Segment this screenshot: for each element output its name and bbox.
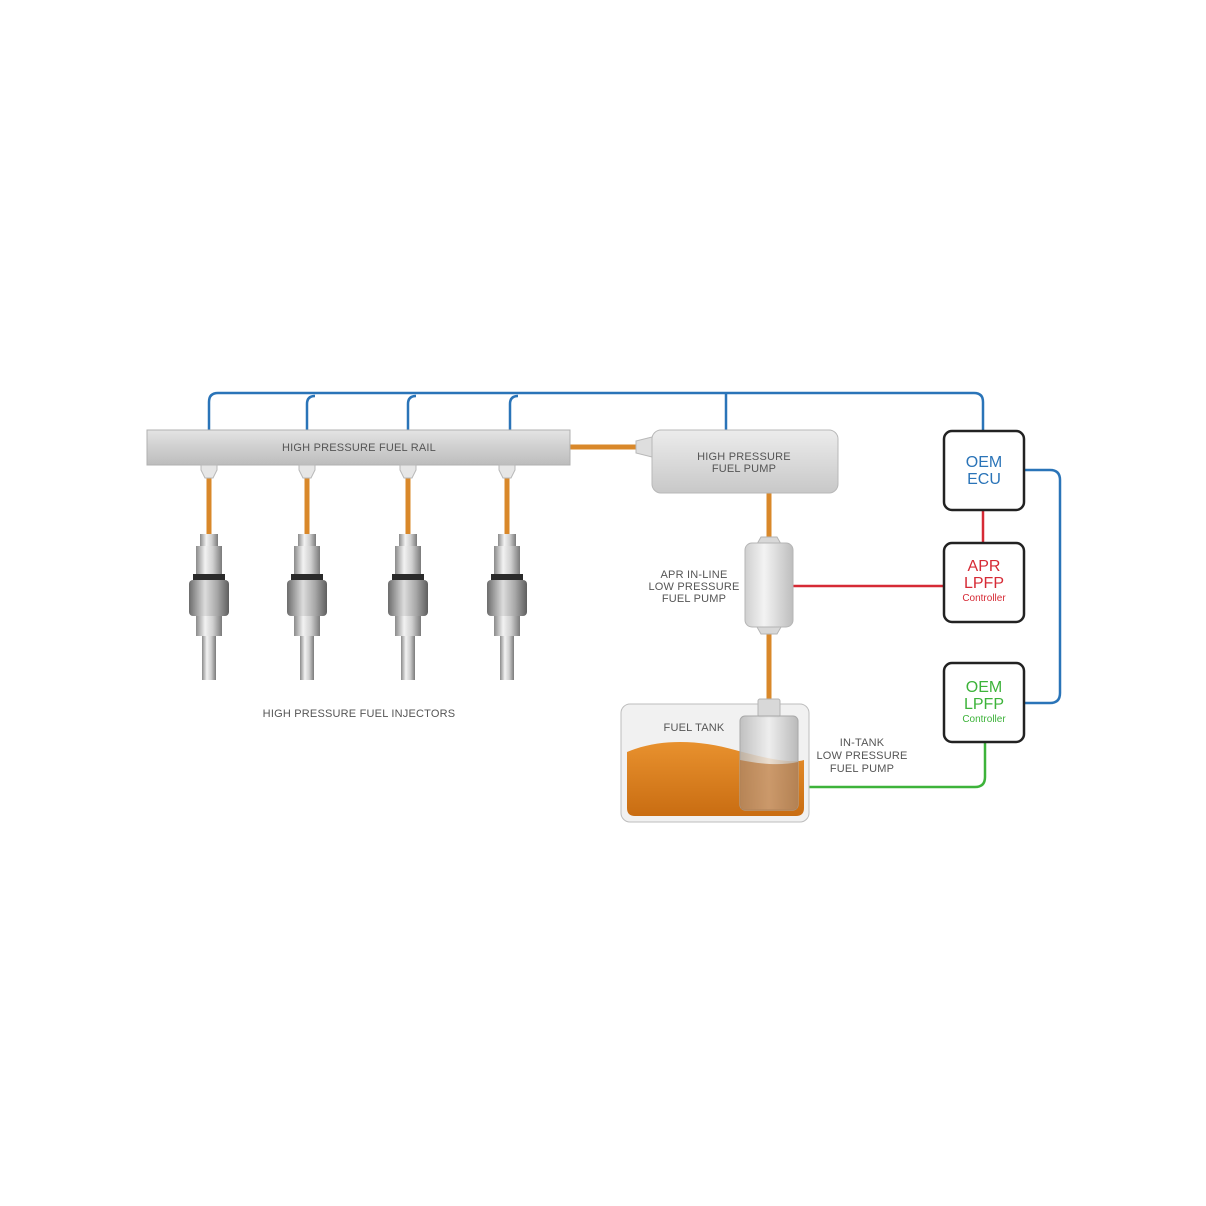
oem-lpfp-controller-box: OEM LPFP Controller (942, 661, 1026, 744)
injector (487, 534, 527, 680)
apr-wiring (769, 510, 985, 588)
hp-pump-label-line2: FUEL PUMP (712, 463, 776, 475)
fuel-rail (146, 429, 653, 479)
fuel-tank-label: FUEL TANK (664, 722, 725, 734)
fuel-tank (620, 698, 810, 823)
hp-fuel-pump (651, 429, 839, 494)
apr-lpfp-line1: APR (968, 558, 1001, 575)
fuel-lines (206, 444, 772, 700)
hp-pump-label-line1: HIGH PRESSURE (697, 451, 791, 463)
apr-lpfp-line2: LPFP (964, 575, 1004, 592)
apr-lpfp-controller-box: APR LPFP Controller (942, 541, 1026, 624)
ecu-wiring (207, 391, 1062, 705)
injector (388, 534, 428, 680)
apr-inline-label-line2: LOW PRESSURE (648, 581, 739, 593)
intank-pump-label-line2: LOW PRESSURE (816, 750, 907, 762)
apr-inline-label-line3: FUEL PUMP (662, 593, 726, 605)
oem-lpfp-line2: LPFP (964, 696, 1004, 713)
injectors-label: HIGH PRESSURE FUEL INJECTORS (263, 708, 456, 720)
oem-lpfp-line1: OEM (966, 679, 1002, 696)
apr-lpfp-sub: Controller (962, 593, 1006, 604)
fuel-injectors (189, 534, 527, 680)
rail-label: HIGH PRESSURE FUEL RAIL (282, 442, 436, 454)
apr-inline-label-line1: APR IN-LINE (661, 569, 728, 581)
oem-ecu-line2: ECU (967, 471, 1001, 488)
apr-inline-pump (744, 536, 794, 635)
oem-lpfp-sub: Controller (962, 714, 1006, 725)
oem-ecu-line1: OEM (966, 454, 1002, 471)
intank-pump-label-line3: FUEL PUMP (830, 763, 894, 775)
injector (287, 534, 327, 680)
injector (189, 534, 229, 680)
oem-ecu-box: OEM ECU (942, 429, 1026, 512)
intank-pump-label-line1: IN-TANK (840, 737, 885, 749)
oem-lpfp-wiring (770, 742, 987, 789)
